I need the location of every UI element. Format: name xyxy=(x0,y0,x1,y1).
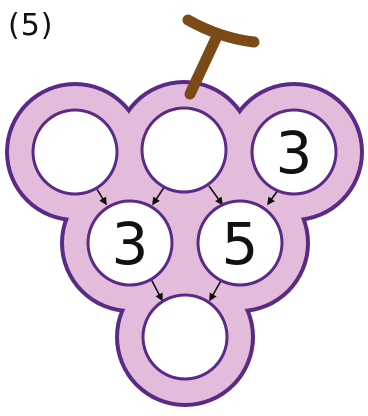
grape-stem xyxy=(188,20,254,94)
cell-middle-left[interactable]: 3 xyxy=(88,201,172,285)
cell-middle-right-value: 5 xyxy=(222,210,259,278)
cell-top-middle[interactable] xyxy=(142,108,226,192)
cell-bottom[interactable] xyxy=(143,295,227,379)
cell-top-left[interactable] xyxy=(33,110,117,194)
cell-top-right[interactable]: 3 xyxy=(252,110,336,194)
cell-top-right-value: 3 xyxy=(276,119,313,187)
cell-middle-right[interactable]: 5 xyxy=(198,201,282,285)
cell-middle-left-value: 3 xyxy=(112,210,149,278)
